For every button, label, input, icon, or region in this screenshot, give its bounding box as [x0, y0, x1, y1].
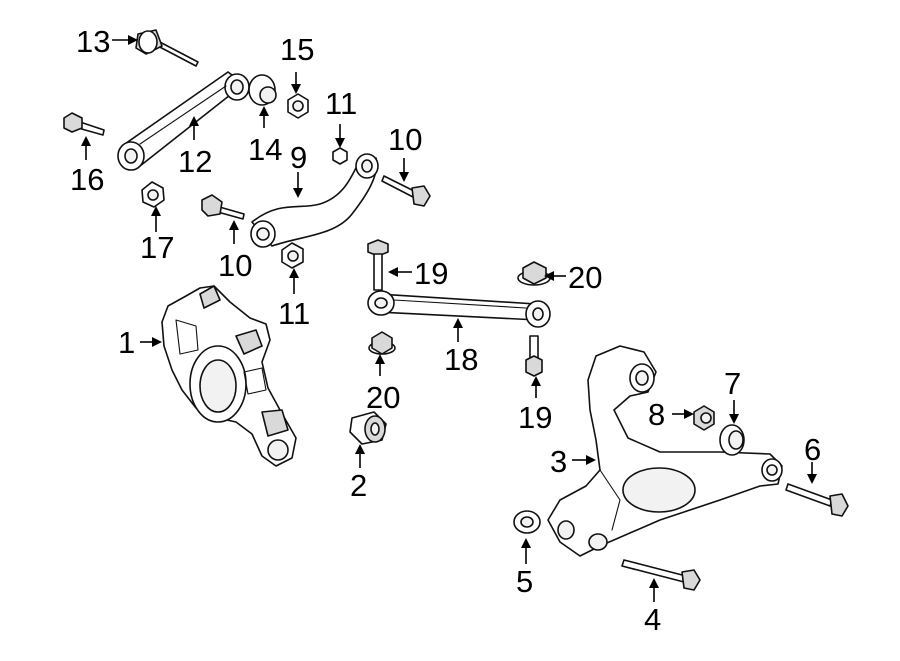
part-11-nut-lower: [281, 242, 304, 269]
part-2-bushing: [349, 411, 387, 445]
callout-14: 14: [248, 132, 282, 167]
arrow-6: [807, 462, 817, 484]
callout-16: 16: [70, 162, 104, 197]
arrow-9: [293, 172, 303, 198]
part-17-nut: [141, 181, 165, 208]
callout-13: 13: [76, 24, 110, 59]
callout-6: 6: [804, 432, 821, 467]
callout-20-lower: 20: [366, 380, 400, 415]
callout-19-upper: 19: [414, 256, 448, 291]
arrow-13: [112, 35, 138, 45]
part-11-nut-upper: [332, 147, 348, 165]
part-19-bolt-upper: [367, 239, 389, 291]
callout-10-right: 10: [388, 122, 422, 157]
arrow-15: [291, 72, 301, 94]
part-8-nut: [693, 405, 715, 431]
callout-10-left: 10: [218, 248, 252, 283]
part-14-washer: [248, 74, 277, 106]
callout-19-lower: 19: [518, 400, 552, 435]
part-20-nut-upper: [517, 261, 551, 286]
part-19-bolt-lower: [525, 335, 543, 377]
arrow-20-upper: [544, 271, 566, 281]
part-20-nut-lower: [368, 331, 396, 355]
part-16-bolt: [63, 112, 105, 136]
callout-11-upper: 11: [325, 86, 357, 121]
callout-12: 12: [178, 144, 212, 179]
arrow-2: [355, 444, 365, 468]
part-12-link-arm: [117, 71, 250, 171]
arrow-14: [259, 106, 269, 128]
callout-5: 5: [516, 564, 533, 599]
arrow-17: [151, 206, 161, 232]
arrow-8: [672, 409, 694, 419]
part-18-link: [367, 290, 551, 328]
callout-8: 8: [648, 397, 665, 432]
callout-18: 18: [444, 342, 478, 377]
part-15-nut: [287, 93, 309, 119]
arrow-12: [189, 116, 199, 140]
arrow-19-upper: [388, 267, 412, 277]
part-6-bolt: [785, 483, 849, 517]
arrow-3: [572, 455, 596, 465]
part-4-bolt: [621, 559, 701, 591]
arrow-11-upper: [335, 124, 345, 148]
part-13-bolt: [135, 29, 199, 67]
callout-20-upper: 20: [568, 260, 602, 295]
callout-4: 4: [644, 602, 661, 637]
part-10-bolt-right: [381, 175, 431, 207]
callout-11-lower: 11: [278, 296, 310, 331]
callout-2: 2: [350, 468, 367, 503]
callout-15: 15: [280, 32, 314, 67]
callout-1: 1: [118, 325, 135, 360]
callout-9: 9: [290, 140, 307, 175]
arrow-1: [140, 337, 162, 347]
part-9-control-arm: [250, 153, 379, 248]
part-3-lower-control-arm: [547, 345, 783, 557]
part-7-bushing: [719, 424, 745, 456]
arrow-4: [649, 578, 659, 602]
part-5-nut: [513, 510, 541, 534]
part-10-bolt-left: [201, 194, 245, 220]
callout-7: 7: [724, 366, 741, 401]
arrow-20-lower: [375, 354, 385, 376]
arrow-18: [453, 318, 463, 342]
callout-3: 3: [550, 444, 567, 479]
part-1-knuckle: [161, 285, 297, 467]
arrow-10-right: [399, 158, 409, 182]
callout-17: 17: [140, 230, 174, 265]
arrow-11-lower: [289, 268, 299, 294]
arrow-10-left: [229, 220, 239, 244]
arrow-7: [729, 400, 739, 424]
arrow-5: [521, 538, 531, 564]
arrow-16: [81, 136, 91, 160]
arrow-19-lower: [531, 376, 541, 398]
